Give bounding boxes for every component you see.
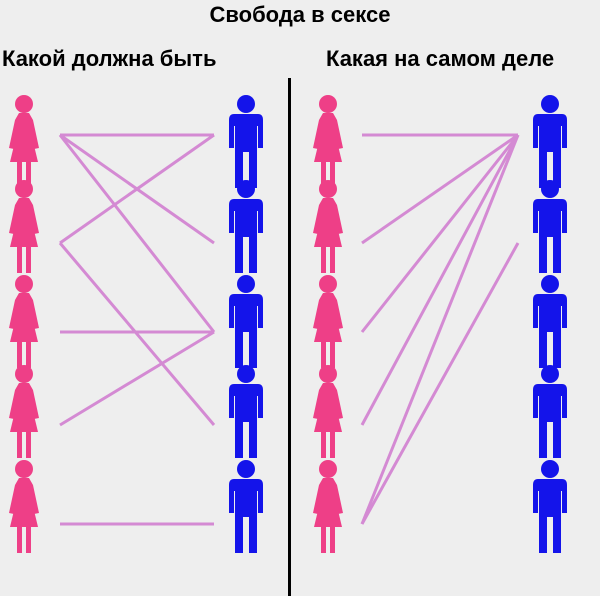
man-figure-icon (533, 365, 567, 458)
man-figure-icon (533, 95, 567, 188)
reality-link-line (360, 134, 520, 333)
ideal-link-line (59, 133, 215, 245)
right-panel-heading: Какая на самом деле (326, 46, 555, 71)
reality-link-line (360, 242, 520, 525)
reality-link-line (361, 133, 519, 245)
woman-figure-icon (313, 180, 343, 273)
page-title: Свобода в сексе (209, 2, 391, 27)
man-figure-icon (533, 180, 567, 273)
ideal-link-line (59, 330, 215, 427)
panel-divider (288, 78, 291, 596)
woman-figure-icon (313, 460, 343, 553)
woman-figure-icon (9, 275, 39, 368)
woman-figure-icon (313, 275, 343, 368)
woman-figure-icon (9, 180, 39, 273)
man-figure-icon (229, 365, 263, 458)
woman-figure-icon (313, 95, 343, 188)
man-figure-icon (229, 460, 263, 553)
reality-link-line (360, 134, 520, 426)
man-figure-icon (533, 460, 567, 553)
woman-figure-icon (9, 95, 39, 188)
woman-figure-icon (9, 365, 39, 458)
man-figure-icon (229, 95, 263, 188)
connection-lines (58, 133, 520, 526)
man-figure-icon (533, 275, 567, 368)
woman-figure-icon (9, 460, 39, 553)
woman-figure-icon (313, 365, 343, 458)
ideal-link-line (58, 134, 216, 333)
man-figure-icon (229, 180, 263, 273)
people-figures (9, 95, 567, 553)
man-figure-icon (229, 275, 263, 368)
left-panel-heading: Какой должна быть (2, 46, 217, 71)
reality-link-line (360, 134, 520, 525)
ideal-link-line (58, 242, 216, 426)
